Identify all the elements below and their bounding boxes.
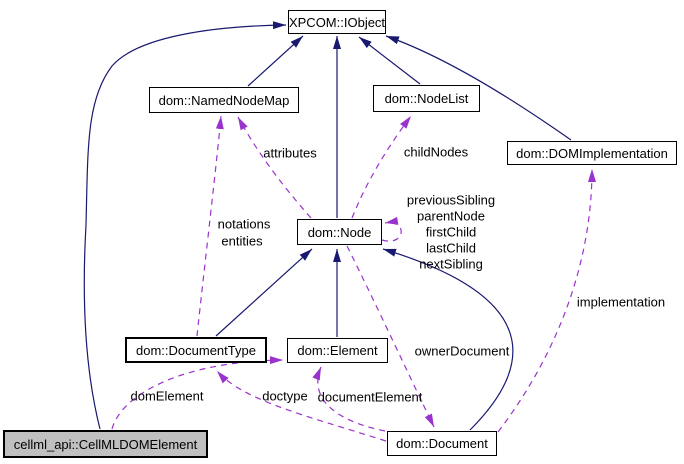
class-node-dom-namednodemap[interactable]: dom::NamedNodeMap	[149, 87, 299, 113]
class-node-dom-node[interactable]: dom::Node	[297, 219, 382, 245]
class-node-dom-nodelist[interactable]: dom::NodeList	[373, 85, 480, 112]
class-node-cellml-api-cellmldomelement: cellml_api::CellMLDOMElement	[3, 430, 208, 458]
class-node-dom-documenttype[interactable]: dom::DocumentType	[125, 337, 267, 363]
edge-usage-documenttype-namednodemap	[196, 115, 224, 337]
class-node-xpcom-iobject[interactable]: XPCOM::IObject	[288, 10, 386, 34]
edge-label-nextsibling: nextSibling	[419, 256, 483, 272]
edge-usage-node-document	[346, 245, 435, 428]
edge-label-documentelement: documentElement	[317, 389, 423, 405]
edge-label-notations: notations	[217, 216, 271, 232]
edge-label-lastchild: lastChild	[426, 240, 476, 256]
edge-usage-cellmldomelement-element	[111, 356, 284, 430]
edge-label-domelement: domElement	[130, 388, 204, 404]
edge-usage-document-documenttype	[216, 370, 387, 442]
edge-usage-node-namednodemap	[237, 116, 312, 219]
edge-label-doctype: doctype	[262, 388, 308, 404]
edge-label-ownerdocument: ownerDocument	[414, 343, 510, 359]
edge-inherit-documenttype-node	[215, 248, 313, 337]
edge-inherit-domimplementation-iobject	[385, 35, 572, 141]
class-node-dom-document[interactable]: dom::Document	[387, 431, 497, 456]
edge-label-firstchild: firstChild	[425, 224, 477, 240]
edge-usage-document-element	[312, 366, 386, 432]
edge-label-previoussibling: previousSibling	[406, 192, 496, 208]
edge-inherit-namednodemap-iobject	[247, 35, 304, 87]
edge-label-implementation: implementation	[576, 294, 666, 310]
class-node-dom-domimplementation[interactable]: dom::DOMImplementation	[507, 141, 677, 165]
edge-label-childnodes: childNodes	[403, 144, 469, 160]
edge-usage-node-self-loop	[381, 216, 402, 242]
edge-label-parentnode: parentNode	[417, 208, 485, 224]
edge-usage-node-nodelist	[351, 115, 412, 219]
edge-label-entities: entities	[221, 233, 263, 249]
edge-inherit-cellmldomelement-iobject	[83, 21, 287, 430]
class-node-dom-element[interactable]: dom::Element	[287, 338, 388, 363]
edge-label-attributes: attributes	[263, 145, 317, 161]
edge-inherit-document-node	[382, 248, 514, 431]
edge-inherit-nodelist-iobject	[358, 36, 421, 85]
